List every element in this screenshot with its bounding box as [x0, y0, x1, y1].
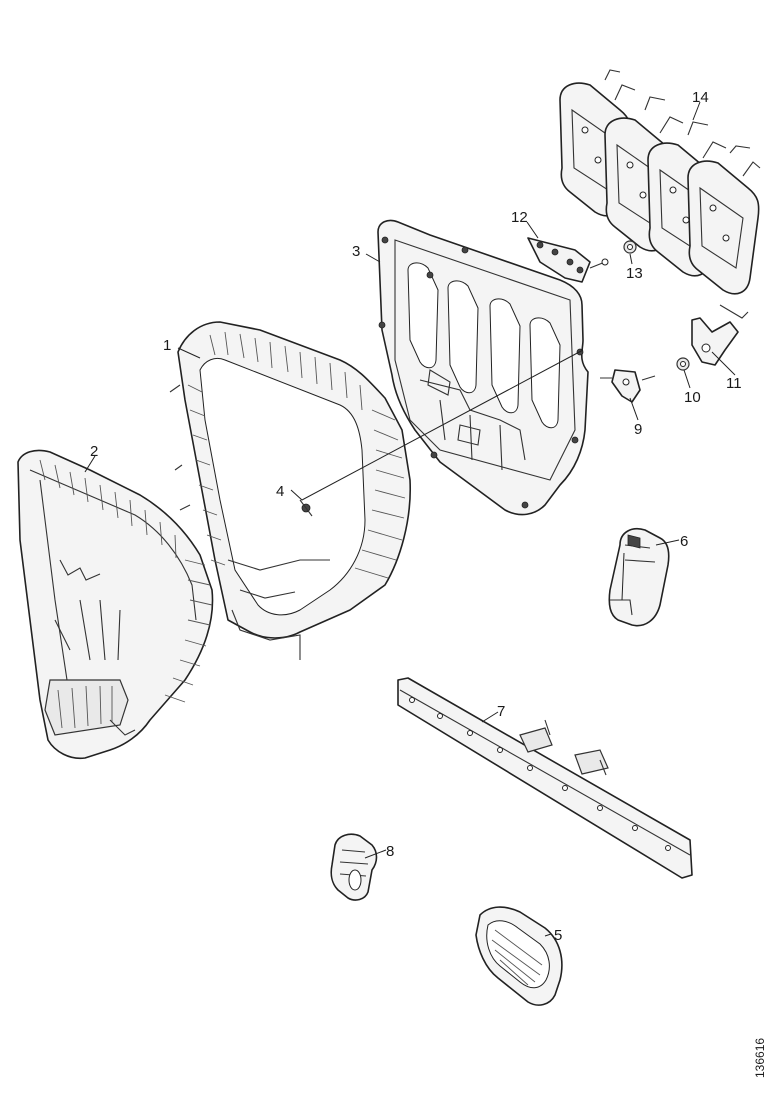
callout-3: 3 [352, 243, 360, 260]
part-6-cover [608, 528, 670, 627]
part-1-frame [169, 321, 412, 660]
callout-4: 4 [276, 483, 284, 500]
callout-7: 7 [497, 703, 505, 720]
part-2-duct [17, 449, 214, 760]
callout-12: 12 [511, 209, 528, 226]
part-10-washer [676, 357, 690, 371]
callout-6: 6 [680, 533, 688, 550]
callout-14: 14 [692, 89, 709, 106]
part-5-grille [475, 906, 563, 1006]
part-13-nut [623, 240, 637, 254]
callout-2: 2 [90, 443, 98, 460]
part-12-bracket [527, 237, 609, 283]
part-7-rail [397, 677, 693, 879]
leader-lines [84, 101, 736, 937]
part-4-screw [299, 499, 313, 517]
callout-9: 9 [634, 421, 642, 438]
part-3-dash-panel [377, 219, 589, 516]
part-14-vent-outlets [559, 69, 761, 295]
part-9-clip [600, 369, 656, 403]
part-8-clip [330, 833, 378, 901]
callout-10: 10 [684, 389, 701, 406]
callout-11: 11 [726, 375, 742, 392]
callout-1: 1 [163, 337, 171, 354]
callout-13: 13 [626, 265, 643, 282]
callout-5: 5 [554, 927, 562, 944]
part-11-bracket [691, 304, 749, 366]
figure-code: 136616 [753, 1038, 767, 1078]
callout-8: 8 [386, 843, 394, 860]
